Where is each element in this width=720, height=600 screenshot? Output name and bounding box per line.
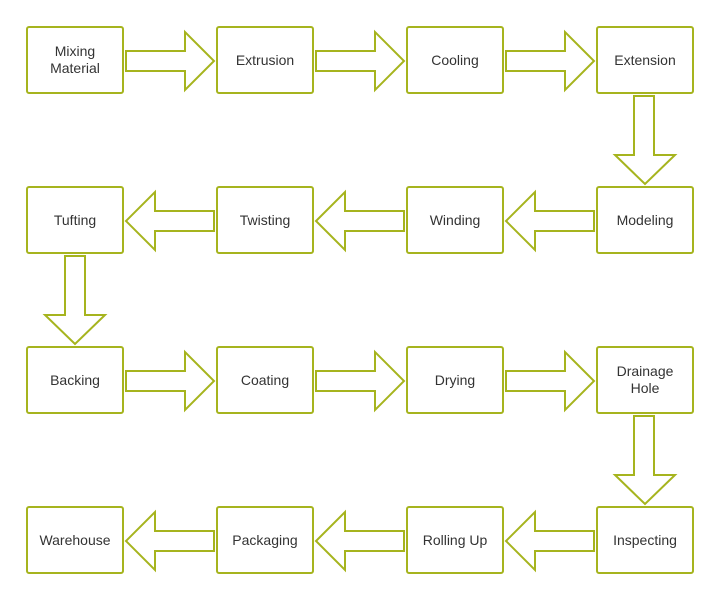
step-extension: Extension (596, 26, 694, 94)
step-label: Extension (614, 51, 676, 68)
step-label: Mixing Material (50, 43, 100, 76)
step-winding: Winding (406, 186, 504, 254)
step-tufting: Tufting (26, 186, 124, 254)
step-label: Winding (429, 211, 481, 228)
arrow-modeling-to-winding (504, 189, 595, 253)
step-warehouse: Warehouse (26, 506, 124, 574)
step-drying: Drying (406, 346, 504, 414)
step-backing: Backing (26, 346, 124, 414)
step-rolling-up: Rolling Up (406, 506, 504, 574)
step-label: Coating (240, 371, 290, 388)
step-label: Cooling (431, 51, 479, 68)
step-mixing-material: Mixing Material (26, 26, 124, 94)
step-label: Drainage Hole (616, 363, 674, 396)
arrow-tufting-to-backing (42, 255, 108, 346)
step-packaging: Packaging (216, 506, 314, 574)
arrow-cooling-to-extension (505, 29, 596, 93)
step-label: Drying (434, 371, 476, 388)
step-coating: Coating (216, 346, 314, 414)
step-extrusion: Extrusion (216, 26, 314, 94)
arrow-extrusion-to-cooling (315, 29, 406, 93)
arrow-winding-to-twisting (314, 189, 405, 253)
arrow-drying-to-drainage (505, 349, 596, 413)
arrow-backing-to-coating (125, 349, 216, 413)
step-label: Warehouse (39, 531, 111, 548)
step-cooling: Cooling (406, 26, 504, 94)
arrow-drainage-to-inspecting (612, 415, 678, 506)
step-label: Rolling Up (422, 531, 488, 548)
arrow-packaging-to-warehouse (124, 509, 215, 573)
step-label: Inspecting (613, 531, 677, 548)
arrow-inspecting-to-rolling (504, 509, 595, 573)
arrow-coating-to-drying (315, 349, 406, 413)
step-label: Twisting (239, 211, 291, 228)
step-twisting: Twisting (216, 186, 314, 254)
step-label: Packaging (232, 531, 298, 548)
step-inspecting: Inspecting (596, 506, 694, 574)
arrow-twisting-to-tufting (124, 189, 215, 253)
step-drainage-hole: Drainage Hole (596, 346, 694, 414)
step-label: Backing (50, 371, 100, 388)
arrow-rolling-to-packaging (314, 509, 405, 573)
arrow-extension-to-modeling (612, 95, 678, 186)
step-label: Tufting (53, 211, 97, 228)
arrow-mixing-to-extrusion (125, 29, 216, 93)
step-label: Extrusion (235, 51, 295, 68)
step-label: Modeling (616, 211, 674, 228)
step-modeling: Modeling (596, 186, 694, 254)
